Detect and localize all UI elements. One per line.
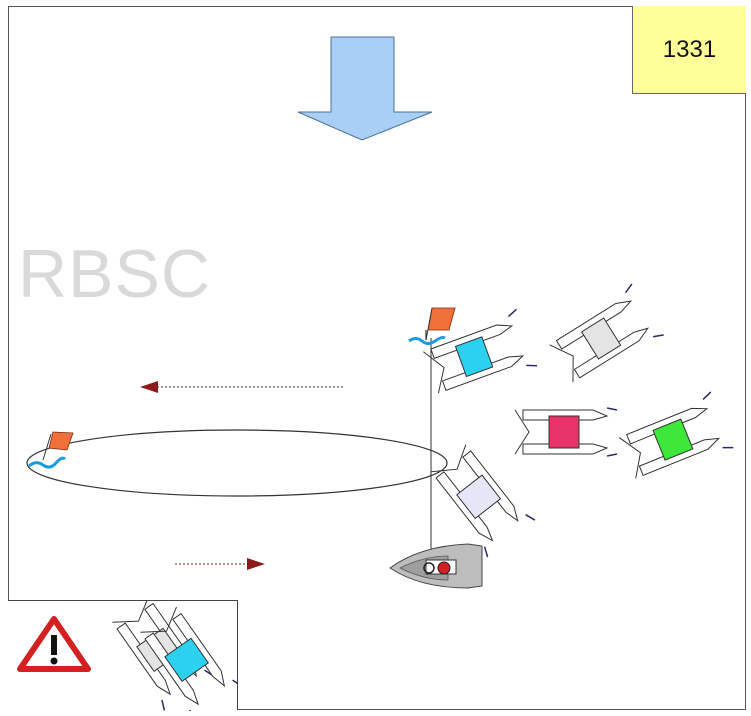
diagram-number-box: 1331 bbox=[632, 6, 746, 94]
diagram-number: 1331 bbox=[662, 35, 717, 63]
mark-flag-icon bbox=[408, 307, 456, 345]
course-arrow-left bbox=[140, 381, 343, 393]
boat-cyan bbox=[422, 308, 538, 394]
course-arrow-right bbox=[175, 558, 265, 570]
mark-flag-icon bbox=[28, 431, 74, 469]
wind-direction-arrow-icon bbox=[297, 36, 433, 141]
boat-lavender bbox=[430, 444, 536, 558]
committee-boat bbox=[389, 543, 483, 589]
diagram-frame bbox=[8, 6, 746, 710]
boat-red bbox=[514, 407, 618, 457]
warning-inset-canvas bbox=[17, 596, 242, 716]
rounding-path bbox=[26, 429, 448, 497]
warning-triangle-icon bbox=[17, 616, 91, 672]
boat-grey bbox=[549, 283, 664, 383]
boat-green bbox=[618, 391, 734, 479]
watermark: RBSC bbox=[18, 236, 211, 312]
warning-inset bbox=[8, 596, 242, 716]
